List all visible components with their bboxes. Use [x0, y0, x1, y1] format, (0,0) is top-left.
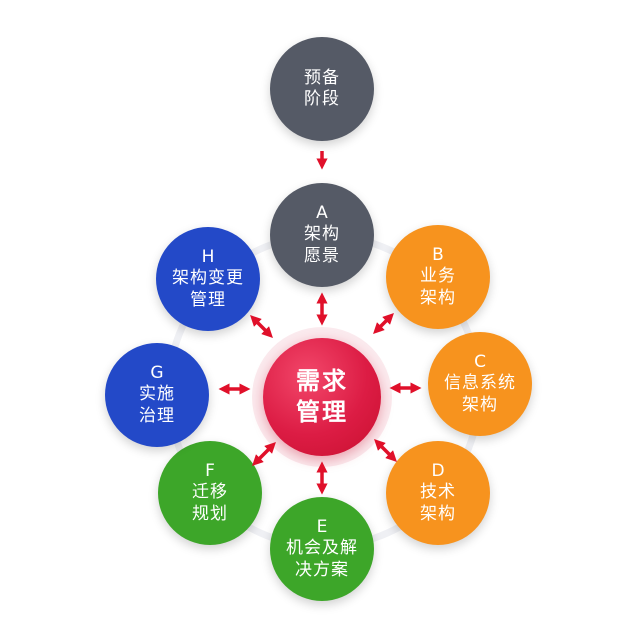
node-g-line-1: 实施: [139, 384, 175, 405]
arrow-center-b: [373, 313, 394, 334]
node-e-line-1: 机会及解: [286, 538, 358, 559]
node-g-letter: G: [150, 363, 164, 384]
node-b-line-2: 架构: [420, 287, 456, 308]
node-d-line-2: 架构: [420, 503, 456, 524]
node-d-technology-architecture: D 技术 架构: [386, 441, 490, 545]
node-a-line-2: 愿景: [304, 245, 340, 266]
node-c-letter: C: [474, 352, 486, 373]
node-c-information-systems-architecture: C 信息系统 架构: [428, 332, 532, 436]
node-a-letter: A: [316, 203, 328, 224]
node-b-business-architecture: B 业务 架构: [386, 225, 490, 329]
node-f-line-1: 迁移: [192, 482, 228, 503]
node-g-line-2: 治理: [139, 405, 175, 426]
preliminary-phase-line-2: 阶段: [304, 89, 340, 109]
node-f-migration-planning: F 迁移 规划: [158, 441, 262, 545]
node-e-letter: E: [316, 517, 328, 538]
arrow-center-f: [252, 442, 276, 466]
node-d-line-1: 技术: [420, 482, 456, 503]
node-e-opportunities-and-solutions: E 机会及解 决方案: [270, 497, 374, 601]
node-f-letter: F: [205, 461, 215, 482]
preliminary-phase-line-1: 预备: [304, 67, 340, 88]
requirements-management-node: 需求 管理: [263, 338, 381, 456]
arrow-center-h: [250, 315, 273, 338]
node-a-line-1: 架构: [304, 224, 340, 245]
node-a-architecture-vision: A 架构 愿景: [270, 183, 374, 287]
node-h-line-2: 管理: [190, 289, 226, 310]
arrow-center-d: [374, 439, 397, 462]
node-b-letter: B: [432, 245, 444, 266]
node-h-letter: H: [201, 247, 215, 268]
node-d-letter: D: [431, 461, 445, 482]
node-b-line-1: 业务: [420, 266, 456, 287]
node-c-line-2: 架构: [462, 394, 498, 415]
node-g-implementation-governance: G 实施 治理: [105, 343, 209, 447]
node-e-line-2: 决方案: [295, 559, 349, 580]
preliminary-phase-node: 预备 阶段: [270, 37, 374, 141]
node-c-line-1: 信息系统: [444, 373, 516, 394]
node-h-architecture-change-management: H 架构变更 管理: [156, 227, 260, 331]
node-f-line-2: 规划: [192, 503, 228, 524]
center-line-2: 管理: [296, 398, 348, 426]
center-line-1: 需求: [296, 366, 348, 395]
node-h-line-1: 架构变更: [172, 268, 244, 289]
